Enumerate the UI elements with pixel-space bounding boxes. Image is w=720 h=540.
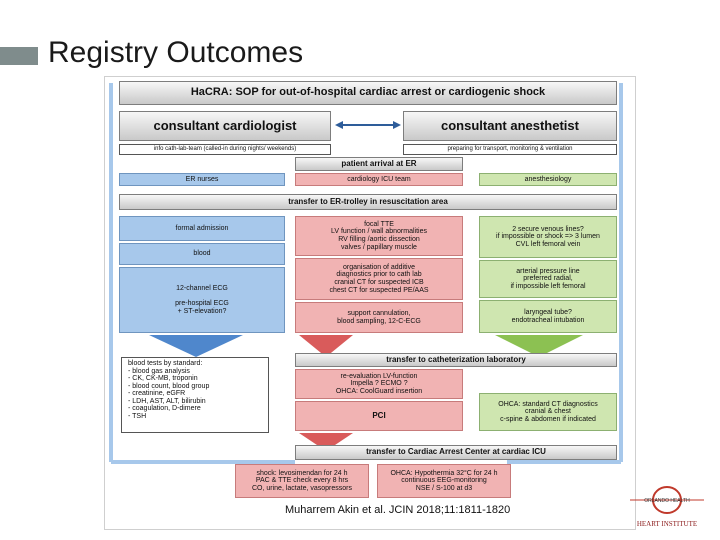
ohca-ct-box: OHCA: standard CT diagnostics cranial & … <box>479 393 617 431</box>
arrow-right-head <box>393 121 401 129</box>
blood-tests-box: blood tests by standard: - blood gas ana… <box>121 357 269 433</box>
transfer-resus-box: transfer to ER-trolley in resuscitation … <box>119 194 617 210</box>
info-cath-lab-box: info cath-lab-team (called-in during nig… <box>119 144 331 155</box>
logo-name-text: HEART INSTITUTE <box>637 520 697 528</box>
arterial-line-box: arterial pressure line preferred radial,… <box>479 260 617 298</box>
cardiology-icu-team-box: cardiology ICU team <box>295 173 463 186</box>
title-accent-bar <box>0 47 38 65</box>
ohca-hypothermia-box: OHCA: Hypothermia 32°C for 24 h continuo… <box>377 464 511 498</box>
support-cannulation-box: support cannulation, blood sampling, 12-… <box>295 302 463 333</box>
pci-box: PCI <box>295 401 463 431</box>
laryngeal-tube-box: laryngeal tube? endotracheal intubation <box>479 300 617 333</box>
citation: Muharrem Akin et al. JCIN 2018;11:1811-1… <box>285 504 511 516</box>
logo-mark: ORLANDO HEALTH HEART INSTITUTE <box>630 486 704 528</box>
slide-title: Registry Outcomes <box>48 36 304 69</box>
consultant-anesthetist-box: consultant anesthetist <box>403 111 617 141</box>
red-down-arrow-2 <box>299 433 353 451</box>
focal-tte-box: focal TTE LV function / wall abnormaliti… <box>295 216 463 256</box>
patient-arrival-box: patient arrival at ER <box>295 157 463 171</box>
anesthesiology-box: anesthesiology <box>479 173 617 186</box>
arrow-left-head <box>335 121 343 129</box>
organisation-diagnostics-box: organisation of additive diagnostics pri… <box>295 258 463 300</box>
green-down-arrow <box>495 335 583 357</box>
header-box: HaCRA: SOP for out-of-hospital cardiac a… <box>119 81 617 105</box>
red-down-arrow <box>299 335 353 357</box>
transfer-icu-box: transfer to Cardiac Arrest Center at car… <box>295 445 617 460</box>
heart-institute-logo: ORLANDO HEALTH HEART INSTITUTE <box>620 482 715 532</box>
blue-down-arrow <box>149 335 243 357</box>
preparing-transport-box: preparing for transport, monitoring & ve… <box>403 144 617 155</box>
shock-levosimendan-box: shock: levosimendan for 24 h PAC & TTE c… <box>235 464 369 498</box>
venous-lines-box: 2 secure venous lines? if impossible or … <box>479 216 617 258</box>
blood-box: blood <box>119 243 285 265</box>
transfer-cath-lab-box: transfer to catheterization laboratory <box>295 353 617 367</box>
flowchart: HaCRA: SOP for out-of-hospital cardiac a… <box>104 76 636 530</box>
formal-admission-box: formal admission <box>119 216 285 241</box>
er-nurses-box: ER nurses <box>119 173 285 186</box>
consultant-cardiologist-box: consultant cardiologist <box>119 111 331 141</box>
logo-org-text: ORLANDO HEALTH <box>644 498 690 504</box>
reevaluation-box: re-evaluation LV-function Impella ? ECMO… <box>295 369 463 399</box>
ecg-box: 12-channel ECG pre-hospital ECG + ST-ele… <box>119 267 285 333</box>
